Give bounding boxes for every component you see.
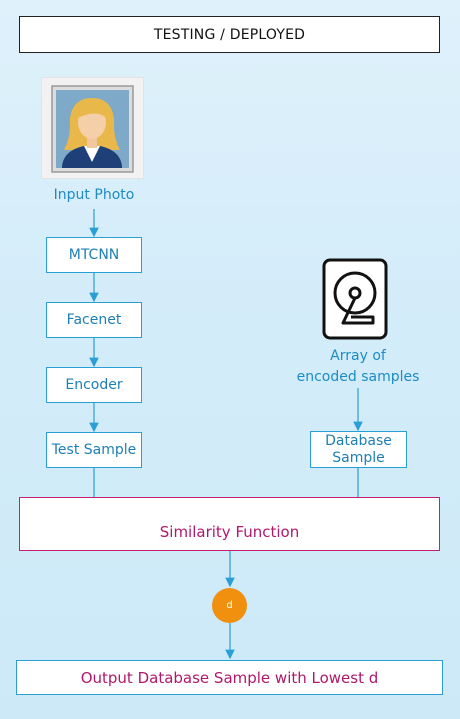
hard-drive-icon <box>321 257 389 341</box>
database-sample-line2: Sample <box>332 449 385 466</box>
output-label: Output Database Sample with Lowest d <box>80 668 379 687</box>
distance-node: d <box>212 588 247 623</box>
facenet-box: Facenet <box>46 302 142 338</box>
distance-node-label: d <box>226 600 233 611</box>
facenet-label: Facenet <box>66 312 122 328</box>
test-sample-box: Test Sample <box>46 432 142 468</box>
encoder-label: Encoder <box>65 377 123 393</box>
database-sample-line1: Database <box>325 432 392 449</box>
encoder-box: Encoder <box>46 367 142 403</box>
array-label: Array of encoded samples <box>285 346 431 388</box>
mtcnn-label: MTCNN <box>68 247 120 263</box>
similarity-function-label: Similarity Function <box>159 523 300 541</box>
mtcnn-box: MTCNN <box>46 237 142 273</box>
page-title: TESTING / DEPLOYED <box>19 16 440 53</box>
user-photo-icon <box>42 78 143 178</box>
array-label-line1: Array of <box>330 348 386 364</box>
page-title-text: TESTING / DEPLOYED <box>153 26 306 43</box>
output-box: Output Database Sample with Lowest d <box>16 660 443 695</box>
database-sample-box: Database Sample <box>310 431 407 468</box>
test-sample-label: Test Sample <box>51 442 137 458</box>
input-photo-label: Input Photo <box>53 187 135 203</box>
array-label-line2: encoded samples <box>296 369 420 385</box>
similarity-function-box: Similarity Function <box>19 497 440 551</box>
